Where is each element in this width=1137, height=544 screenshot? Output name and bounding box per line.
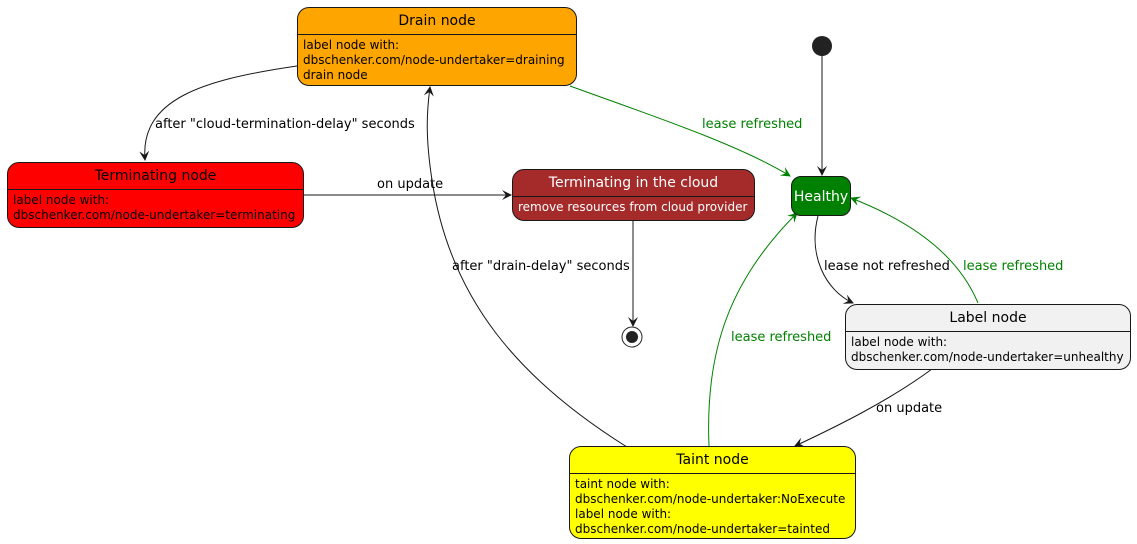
state-body: taint node with: dbschenker.com/node-und… <box>575 477 846 536</box>
transition-label-taint-to-drain: after "drain-delay" seconds <box>452 259 630 274</box>
arrow-drain-to-healthy <box>569 85 791 177</box>
transition-label-terminating-to-cloud: on update <box>377 177 444 192</box>
transition-label-drain-to-terminating: after "cloud-termination-delay" seconds <box>155 117 415 132</box>
state-terminating-in-cloud: Terminating in the cloud remove resource… <box>512 169 755 221</box>
state-title: Terminating node <box>8 163 303 190</box>
state-title: Taint node <box>570 447 855 474</box>
transition-label-taint-to-healthy: lease refreshed <box>731 330 832 345</box>
arrow-taint-to-healthy <box>708 212 798 447</box>
state-title: Healthy <box>793 189 849 205</box>
state-title: Terminating in the cloud <box>513 170 754 197</box>
state-label-node: Label node label node with: dbschenker.c… <box>845 304 1131 370</box>
state-taint-node: Taint node taint node with: dbschenker.c… <box>569 446 856 539</box>
arrow-healthy-to-label <box>814 215 854 304</box>
arrow-drain-to-terminating <box>139 65 298 161</box>
arrow-label-to-taint <box>794 368 933 447</box>
state-terminating-node: Terminating node label node with: dbsche… <box>7 162 304 228</box>
state-body: label node with: dbschenker.com/node-und… <box>851 335 1124 364</box>
state-body: label node with: dbschenker.com/node-und… <box>303 38 565 82</box>
transition-label-label-to-healthy: lease refreshed <box>963 259 1064 274</box>
state-title: Label node <box>846 305 1130 332</box>
state-body: remove resources from cloud provider <box>518 200 748 214</box>
state-body: label node with: dbschenker.com/node-und… <box>13 193 296 222</box>
arrow-label-to-healthy <box>850 196 979 304</box>
transition-label-healthy-to-label: lease not refreshed <box>824 259 950 274</box>
state-title: Drain node <box>298 8 576 35</box>
final-state-dot <box>626 331 638 343</box>
transition-label-label-to-taint: on update <box>876 401 943 416</box>
state-healthy: Healthy <box>791 176 851 216</box>
transition-label-drain-to-healthy: lease refreshed <box>702 117 803 132</box>
state-drain-node: Drain node label node with: dbschenker.c… <box>297 7 577 86</box>
initial-state-dot <box>812 36 832 56</box>
arrow-taint-to-drain <box>423 86 628 448</box>
